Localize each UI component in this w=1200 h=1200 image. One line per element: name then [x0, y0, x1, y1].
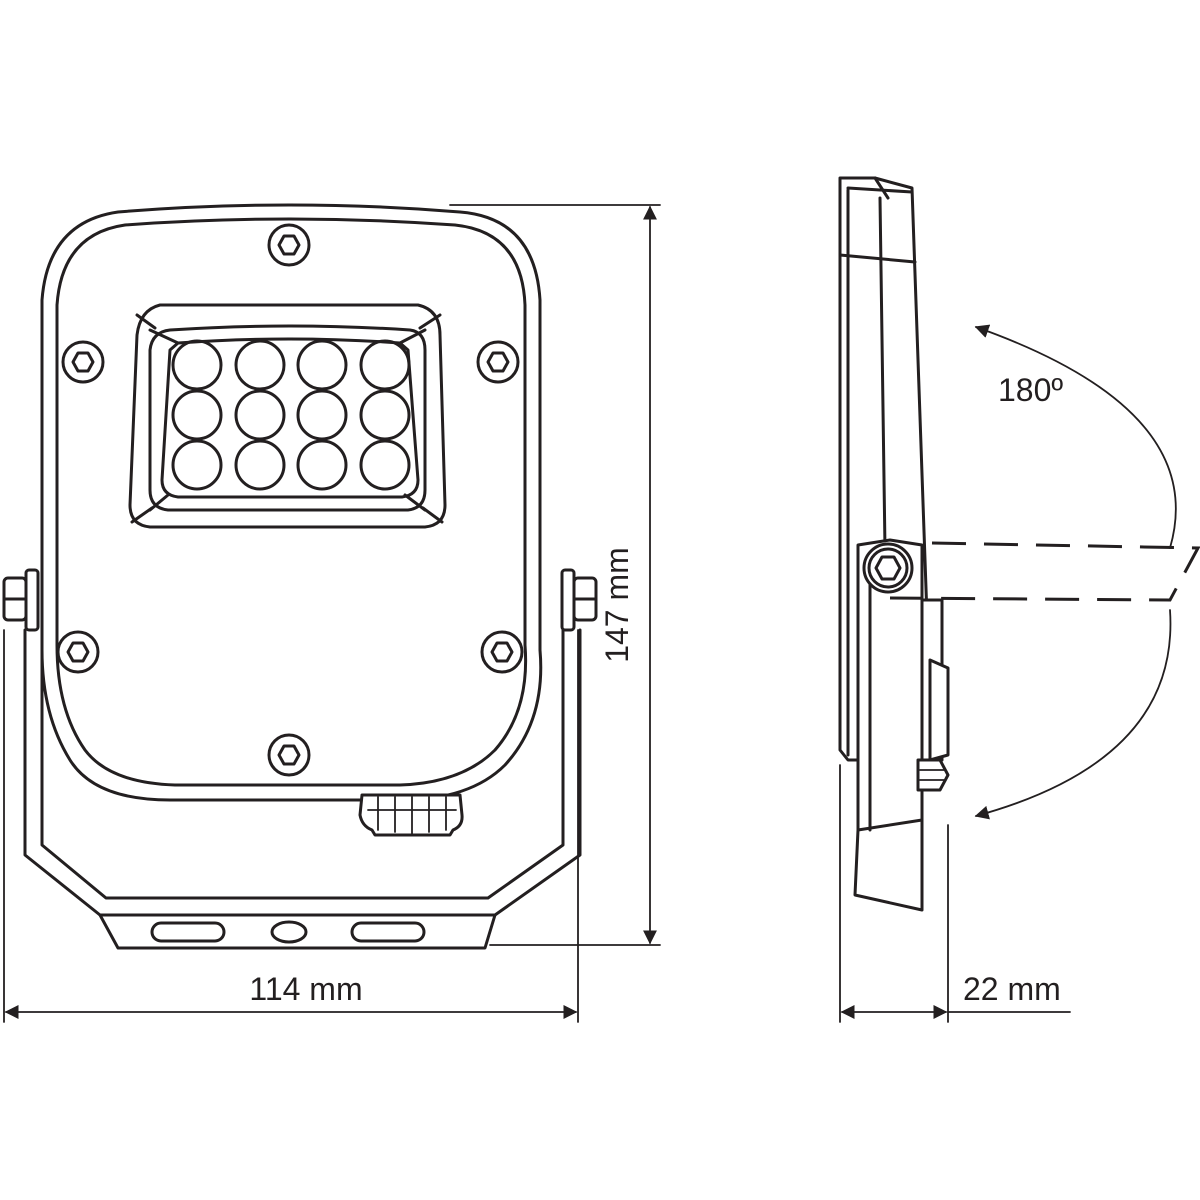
bracket-hole	[270, 920, 308, 944]
led	[296, 339, 348, 391]
led	[359, 339, 411, 391]
depth-label: 22 mm	[963, 971, 1061, 1007]
led	[359, 389, 411, 441]
side-bolt-right	[560, 568, 598, 632]
led	[296, 439, 348, 491]
cable-gland	[358, 793, 464, 837]
led	[296, 389, 348, 441]
pivot-bolt	[862, 542, 914, 594]
led	[171, 389, 223, 441]
width-dimension: 114 mm	[3, 629, 579, 1023]
height-label: 147 mm	[599, 547, 635, 663]
led	[171, 339, 223, 391]
led	[234, 439, 286, 491]
rotation-dimension: 180º	[974, 324, 1177, 820]
led	[234, 389, 286, 441]
screw-upper-right	[476, 340, 520, 384]
housing-outer	[40, 203, 543, 802]
depth-dimension: 22 mm	[839, 764, 1071, 1023]
bracket-slot-left	[150, 921, 226, 943]
screw-lower-right	[480, 630, 524, 674]
led	[359, 439, 411, 491]
led	[234, 339, 286, 391]
led-window	[128, 303, 447, 529]
screw-upper-left	[61, 340, 105, 384]
height-dimension: 147 mm	[449, 204, 661, 946]
led-array	[171, 339, 411, 491]
front-view	[2, 203, 598, 950]
width-label: 114 mm	[249, 971, 362, 1007]
angle-label: 180º	[998, 372, 1063, 408]
screw-lower-left	[56, 630, 100, 674]
side-bolt-left	[2, 568, 40, 632]
mounting-bracket	[23, 626, 582, 950]
bracket-slot-right	[350, 921, 426, 943]
screw-top	[267, 223, 311, 267]
screw-bottom	[267, 733, 311, 777]
led	[171, 439, 223, 491]
housing-inner	[55, 217, 528, 787]
side-view	[838, 176, 1200, 912]
